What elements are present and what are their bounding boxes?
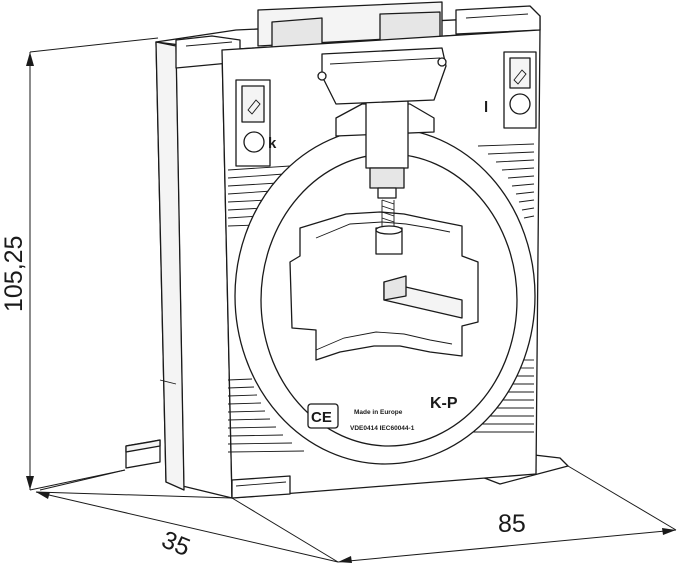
side-panel-inner-line: [175, 45, 185, 491]
terminal-l-screw-icon: [513, 69, 527, 85]
housing-top: [155, 1, 541, 69]
terminal-kp-label: K-P: [430, 395, 458, 412]
height-arrow-top: [26, 52, 34, 66]
aperture-step-bottom: [315, 331, 453, 351]
top-left-clip-line: [185, 41, 233, 47]
width-arrow-right: [662, 528, 676, 535]
depth-extension-back: [35, 491, 233, 499]
height-dimension: 105,25: [0, 37, 159, 491]
width-arrow-left: [338, 556, 352, 563]
terminal-l-screw: [509, 93, 531, 115]
depth-dimension-line: [35, 491, 339, 563]
cap-screw-right: [437, 57, 447, 67]
front-top-cap-line: [329, 57, 441, 65]
depth-extension-front: [39, 469, 126, 491]
height-dimension-label: 105,25: [0, 236, 28, 312]
housing-front: k l CE Made in Europe VDE0414 IEC60044-1…: [221, 29, 541, 499]
top-right-clip: [455, 5, 541, 35]
made-in-label: Made in Europe: [354, 409, 403, 416]
depth-dimension-label: 35: [158, 526, 194, 562]
terminal-k-screw: [243, 131, 265, 153]
screw-thread: [381, 199, 395, 226]
ce-mark: CE: [311, 409, 332, 426]
side-panel-notch: [159, 379, 177, 385]
top-right-clip-line: [465, 13, 529, 19]
housing-side: [155, 41, 233, 499]
height-arrow-bottom: [26, 476, 34, 490]
width-extension-left: [231, 497, 339, 563]
aperture-side: [383, 275, 407, 301]
screw-pad-top: [375, 225, 403, 235]
terminal-k-screw-icon: [247, 99, 261, 115]
ce-box: [307, 403, 339, 429]
standard-label: VDE0414 IEC60044-1: [350, 425, 415, 432]
width-extension-right: [567, 465, 677, 531]
front-top-cap: [321, 47, 447, 105]
left-foot-top: [125, 439, 161, 453]
depth-arrow-a: [36, 492, 50, 499]
front-markings: CE Made in Europe VDE0414 IEC60044-1 K-P: [307, 395, 458, 432]
width-dimension: 85: [231, 465, 677, 563]
screw-collar: [369, 167, 405, 189]
width-dimension-line: [337, 529, 677, 563]
bottom-ledge: [231, 475, 291, 499]
terminal-k: k: [235, 79, 277, 167]
terminal-k-label: k: [268, 135, 277, 152]
screw-nut: [377, 187, 397, 199]
width-dimension-label: 85: [498, 510, 526, 538]
cap-screw-left: [317, 71, 327, 81]
bottom-ledge-line: [235, 481, 287, 487]
height-extension-top: [29, 37, 159, 53]
terminal-l: l: [484, 51, 537, 129]
terminal-l-label: l: [484, 99, 488, 116]
